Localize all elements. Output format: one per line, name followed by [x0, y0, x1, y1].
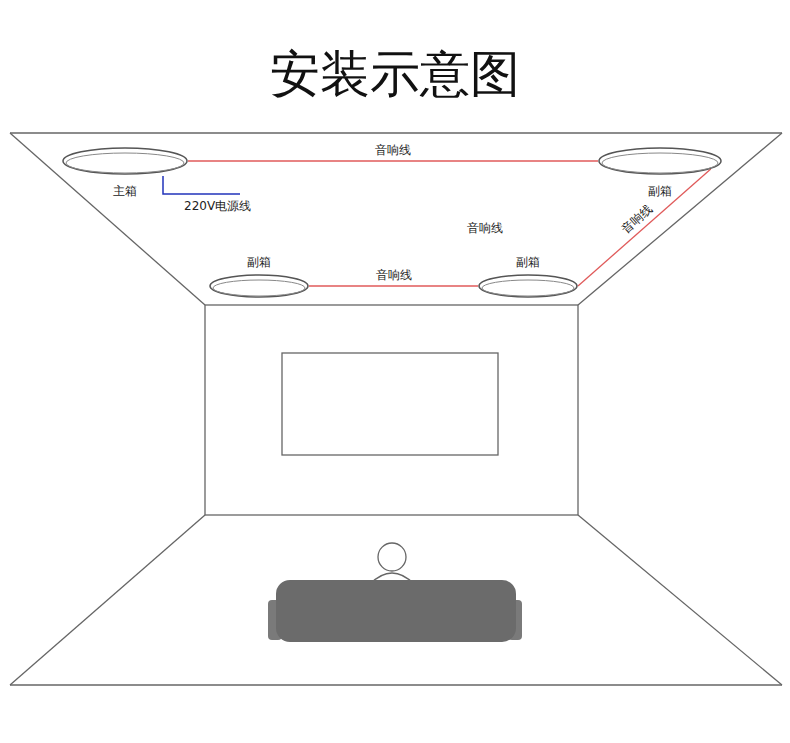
speaker-outline — [598, 147, 722, 175]
audio-cable — [188, 161, 598, 162]
floor-edge — [10, 515, 205, 685]
ceiling-speaker: 副箱 — [598, 147, 722, 175]
speaker-outline — [209, 274, 309, 298]
ceiling-edge — [578, 133, 782, 305]
ceiling-speaker: 副箱 — [478, 274, 578, 298]
cable-label: 音响线 — [617, 201, 656, 238]
speaker-label: 主箱 — [113, 184, 137, 198]
cable-line — [309, 285, 478, 286]
audio-cable — [309, 286, 478, 287]
ceiling-speaker: 副箱 — [209, 274, 309, 298]
screen — [282, 353, 498, 455]
person-head — [378, 543, 406, 571]
floor-edge — [578, 515, 782, 685]
note-label: 220V电源线 — [183, 199, 252, 213]
cable-label: 音响线 — [373, 143, 413, 157]
speaker-outline — [62, 147, 188, 175]
audio-cable — [578, 169, 711, 286]
power-wire — [163, 176, 240, 194]
diagram-title: 安装示意图 — [0, 44, 790, 104]
cable-line — [578, 169, 711, 286]
speaker-label: 副箱 — [516, 255, 540, 269]
ceiling-speaker: 主箱 — [62, 147, 188, 175]
speaker-outline — [478, 274, 578, 298]
note-label: 音响线 — [466, 221, 504, 235]
speaker-label: 副箱 — [648, 184, 672, 198]
cable-line — [188, 160, 598, 161]
back-wall — [205, 305, 578, 515]
cable-label: 音响线 — [374, 268, 414, 282]
floor-edge — [10, 684, 782, 685]
ceiling-edge — [10, 132, 782, 133]
ceiling-edge — [10, 133, 205, 305]
sofa — [276, 580, 516, 642]
speaker-label: 副箱 — [247, 255, 271, 269]
